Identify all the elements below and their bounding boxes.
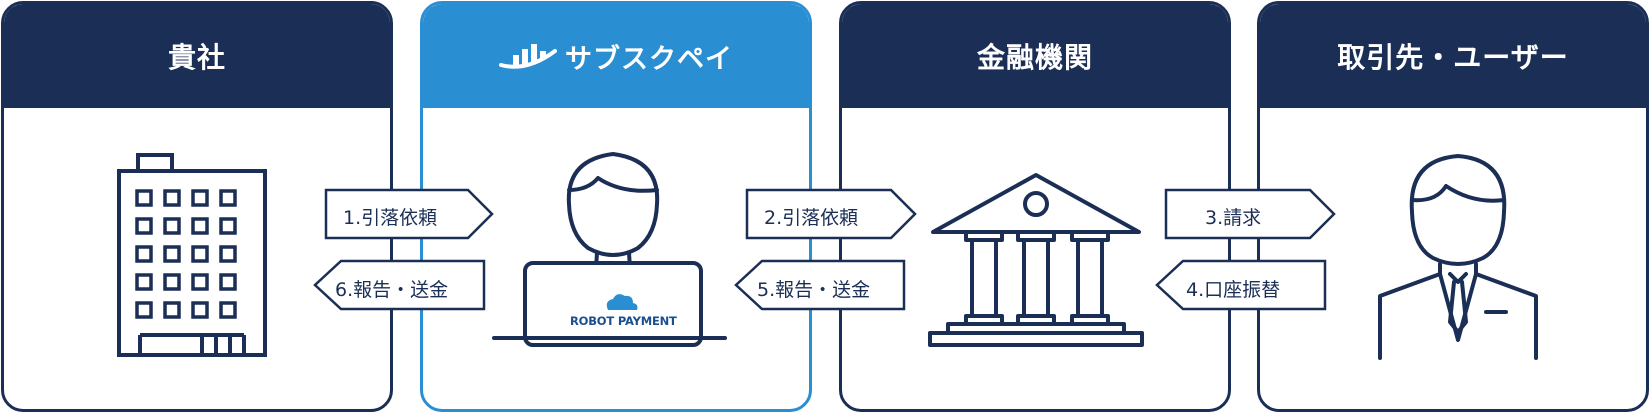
subscpay-logo: サブスクペイ <box>499 37 733 76</box>
operator-laptop-icon <box>492 152 727 347</box>
arrow-label-3: 3.請求 <box>1205 207 1262 229</box>
bar-chart-logo-icon <box>499 44 557 69</box>
arrow-right-1 <box>324 188 494 240</box>
arrow-right-2 <box>745 188 917 240</box>
arrow-left-6 <box>313 259 486 311</box>
bank-header: 金融機関 <box>842 4 1228 108</box>
bank-building-icon <box>928 173 1144 347</box>
arrow-right-3 <box>1164 188 1336 240</box>
arrow-label-1: 1.引落依頼 <box>343 207 438 229</box>
customer-header: 取引先・ユーザー <box>1260 4 1646 108</box>
arrow-left-5 <box>734 259 906 311</box>
arrow-left-4 <box>1155 259 1327 311</box>
laptop-brand-label: ROBOT PAYMENT <box>570 314 677 328</box>
arrow-label-5: 5.報告・送金 <box>757 279 871 301</box>
user-person-icon <box>1378 154 1538 360</box>
arrow-label-6: 6.報告・送金 <box>335 279 449 301</box>
office-building-icon <box>117 153 267 357</box>
arrow-label-4: 4.口座振替 <box>1186 279 1281 301</box>
company-header: 貴社 <box>4 4 390 108</box>
subscpay-brand-name: サブスクペイ <box>565 43 733 75</box>
subscpay-header: サブスクペイ <box>423 4 809 108</box>
arrow-label-2: 2.引落依頼 <box>764 207 859 229</box>
